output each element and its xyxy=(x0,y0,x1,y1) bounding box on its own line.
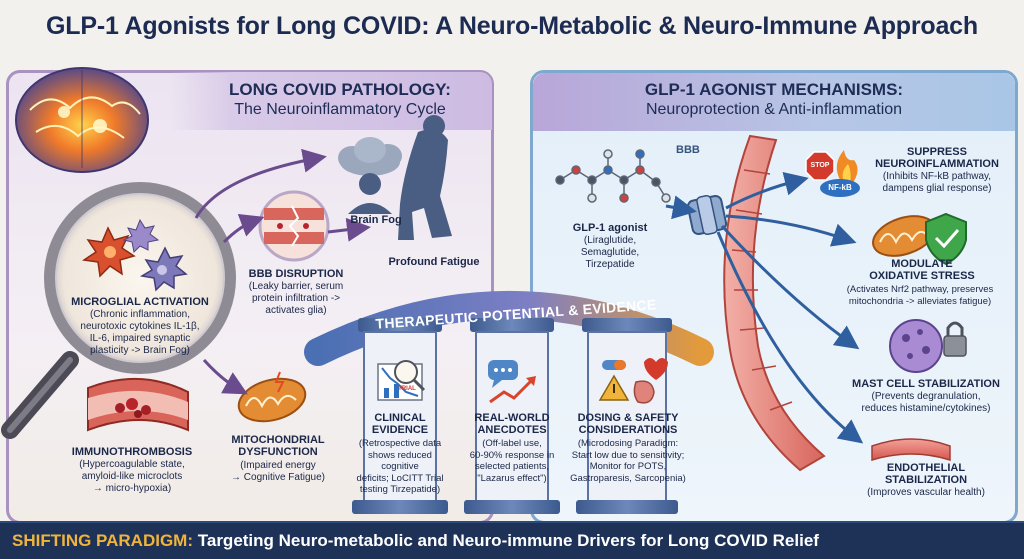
suppress-desc: (Inhibits NF-kB pathway,dampens glial re… xyxy=(882,171,992,194)
right-panel-subtitle: Neuroprotection & Anti-inflammation xyxy=(645,101,903,118)
brain-fog-icon xyxy=(338,137,402,214)
mast-cell-icon xyxy=(889,319,943,373)
banner-text: SHIFTING PARADIGM: Targeting Neuro-metab… xyxy=(12,531,1012,551)
mitochondria-right-icon xyxy=(872,215,936,257)
endothelial-desc: (Improves vascular health) xyxy=(867,487,985,498)
stop-sign-text: STOP xyxy=(810,162,830,169)
receptor-icon xyxy=(686,194,728,236)
endothelial-vessel-icon xyxy=(871,438,951,462)
bottom-banner xyxy=(0,521,1024,559)
nfkb-text: NF-kB xyxy=(828,183,852,192)
main-title: GLP-1 Agonists for Long COVID: A Neuro-M… xyxy=(46,12,978,40)
arrow-to-mitochondria xyxy=(202,358,248,395)
trial-badge: TRIAL xyxy=(398,386,416,392)
microglia-cells xyxy=(81,218,188,292)
brain-illustration xyxy=(15,67,149,173)
magnifier-small-icon xyxy=(394,360,426,392)
fatigue-person-icon xyxy=(398,115,452,240)
mitochondria-icon xyxy=(237,371,307,423)
mast-cell-title: MAST CELL STABILIZATION xyxy=(852,378,1000,390)
pill-icon xyxy=(602,360,626,370)
mast-cell-desc: (Prevents degranulation,reduces histamin… xyxy=(861,391,991,414)
mitochondrial-desc: (Impaired energy→ Cognitive Fatigue) xyxy=(231,460,325,483)
fatigue-label: Profound Fatigue xyxy=(388,256,480,268)
chat-bubble-icon xyxy=(488,360,518,388)
stop-sign-icon xyxy=(805,151,835,181)
bbb-disruption-icon xyxy=(258,190,330,262)
banner-strong: SHIFTING PARADIGM: xyxy=(12,531,194,550)
brain-fog-label: Brain Fog xyxy=(350,214,402,226)
lock-icon xyxy=(943,321,967,357)
shield-check-icon xyxy=(925,212,967,266)
magnifier-icon xyxy=(1,182,236,439)
nfkb-badge xyxy=(820,179,860,197)
glp1-molecule-icon xyxy=(555,149,671,203)
glp1-agonist-title: GLP-1 agonist xyxy=(572,222,648,234)
microglia-desc: (Chronic inflammation,neurotoxic cytokin… xyxy=(80,309,200,356)
stomach-icon xyxy=(633,380,655,404)
dosing-desc: (Microdosing Paradigm:Start low due to s… xyxy=(570,438,686,484)
arrow-bbb-to-fog xyxy=(327,217,371,242)
heart-monitor-icon xyxy=(644,358,668,380)
warning-icon xyxy=(598,374,630,401)
arrow-to-oxidative xyxy=(725,214,857,247)
left-panel-subtitle: The Neuroinflammatory Cycle xyxy=(234,101,446,118)
right-panel-header xyxy=(533,73,1015,131)
banner-rest: Targeting Neuro-metabolic and Neuro-immu… xyxy=(193,531,819,550)
arrow-to-endothelial xyxy=(716,231,864,444)
immunothrombosis-desc: (Hypercoagulable state,amyloid-like micr… xyxy=(79,459,185,494)
left-panel-title: LONG COVID PATHOLOGY: xyxy=(229,80,451,99)
arrow-to-suppress xyxy=(725,171,809,210)
immunothrombosis-title: IMMUNOTHROMBOSIS xyxy=(71,446,193,458)
fire-icon xyxy=(836,150,858,184)
bbb-label: BBB xyxy=(676,144,700,156)
arrow-agonist-to-receptor xyxy=(665,195,697,220)
arrow-microglia-to-brainfog xyxy=(194,148,327,219)
blood-vessel-icon xyxy=(87,377,189,432)
glp1-agonist-desc: (Liraglutide,Semaglutide,Tirzepatide xyxy=(580,235,640,270)
microglia-title: MICROGLIAL ACTIVATION xyxy=(71,296,209,308)
arrow-to-mast xyxy=(720,224,860,350)
arrow-microglia-to-bbb xyxy=(222,214,265,244)
right-panel-title: GLP-1 AGONIST MECHANISMS: xyxy=(644,80,904,99)
trend-arrow-icon xyxy=(489,376,536,404)
bbb-disruption-title: BBB DISRUPTION xyxy=(248,268,344,280)
